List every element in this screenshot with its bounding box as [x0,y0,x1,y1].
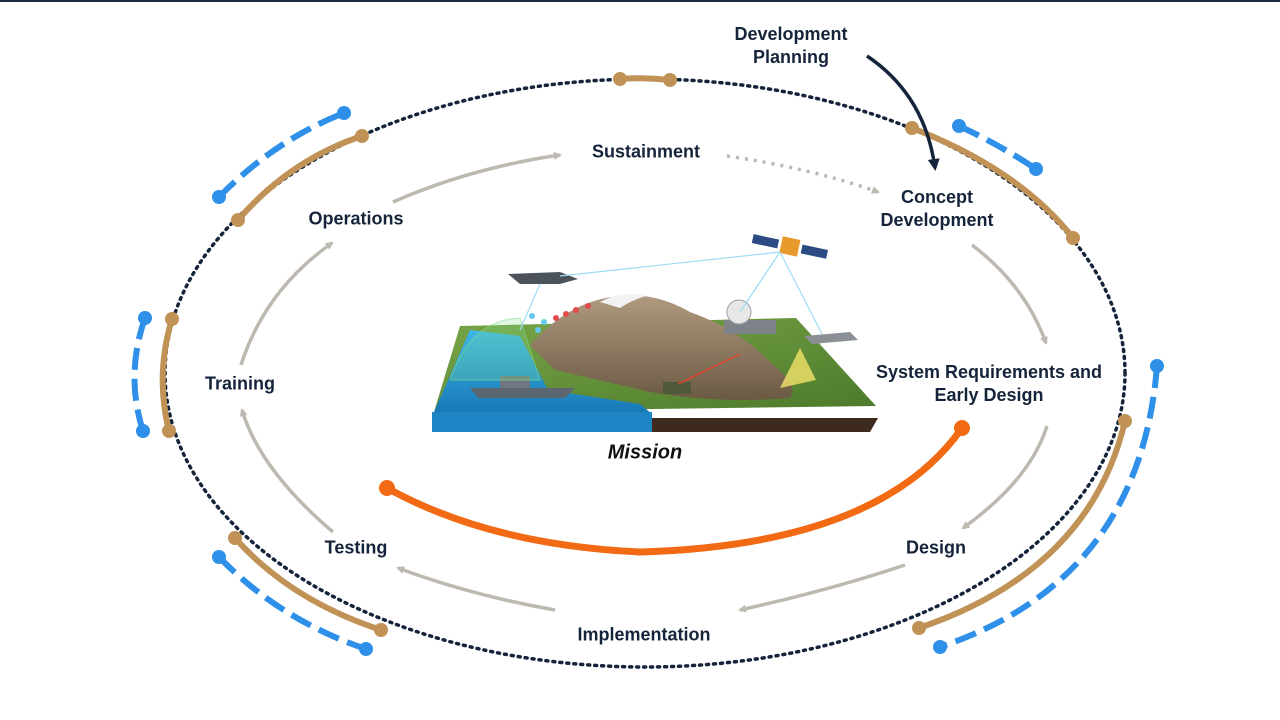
comm-links [519,251,823,335]
implementation-label: Implementation [577,624,711,645]
ground-vehicle [663,382,691,394]
concept-development-label: Concept Development [880,186,993,232]
orange-arc-end [954,420,970,436]
cycle-arrows [239,151,1049,613]
tan-segment-upper-right [909,125,1076,241]
mountain-range [530,295,793,400]
radar-sweep [449,317,541,381]
blue-segment-upper-left [216,110,346,200]
orange-arc-start [379,480,395,496]
drone [804,332,858,344]
sustainment-label: Sustainment [591,141,701,162]
blue-segment-left [131,317,148,432]
sysreq-line1: System Requirements and [875,362,1103,382]
laser-line [677,353,741,385]
arrow-operations-to-sustainment [392,151,562,204]
arrow-implementation-to-testing [396,566,556,612]
tan-endpoints [162,72,1132,637]
development-planning-label: Development Planning [734,23,847,69]
operations-label: Operations [308,208,404,229]
development-planning-line1: Development [734,24,848,44]
blue-segment-upper-right [957,123,1038,172]
blue-segment-lower-left [216,554,367,652]
radar-dome [726,299,752,325]
testing-label: Testing [324,537,388,558]
blue-endpoints [136,106,1164,656]
sysreq-line2: Early Design [934,385,1044,405]
sea-front [432,412,652,432]
mission-terrain-illustration [432,234,878,432]
blue-dashed-segments [131,110,1160,652]
mission-orange-arc [383,424,966,556]
arrow-concept-to-sysreq [970,243,1048,345]
drone-sensor-cone [780,348,816,388]
arrow-design-to-implementation [738,563,906,613]
tan-segment-left [159,316,175,434]
arrow-sustainment-to-concept [726,154,880,194]
development-planning-arrow [866,54,940,171]
tan-segments [159,75,1128,633]
tan-segment-top [617,75,673,83]
fighter-jet [508,272,578,284]
mountain-snowcap [600,294,646,308]
ship-superstructure [500,376,530,388]
training-label: Training [204,373,276,394]
concept-line1: Concept [901,187,973,207]
top-rule [0,0,1280,2]
development-planning-line2: Planning [753,47,829,67]
blue-segment-lower-right [939,365,1160,650]
ship-hull [470,388,575,398]
arrow-testing-to-training [239,408,335,534]
design-label: Design [905,537,967,558]
system-requirements-label: System Requirements and Early Design [876,361,1102,407]
concept-line2: Development [880,210,994,230]
target-markers [553,303,591,321]
friendly-markers [529,313,547,333]
arrow-training-to-operations [239,241,334,366]
satellite [751,234,829,259]
mission-label: Mission [607,441,683,464]
tan-segment-lower-left [232,535,384,633]
tan-segment-lower-right [916,418,1128,631]
tan-segment-upper-left [235,133,365,223]
arrow-sysreq-to-design [961,425,1049,530]
